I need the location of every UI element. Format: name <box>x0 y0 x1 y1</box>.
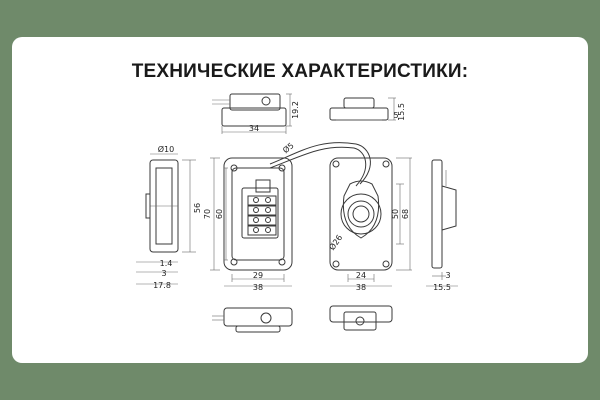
dim-right-d1: 3 <box>445 271 450 280</box>
dim-front-h2: 60 <box>215 209 224 219</box>
page-title: ТЕХНИЧЕСКИЕ ХАРАКТЕРИСТИКИ: <box>131 61 469 82</box>
bottom-view-right <box>329 305 393 331</box>
terminal-block <box>247 195 277 236</box>
dim-left-h: 56 <box>193 203 202 213</box>
drawing-card: ТЕХНИЧЕСКИЕ ХАРАКТЕРИСТИКИ: <box>12 37 588 363</box>
dim-right-top-h2: 5 <box>393 111 398 120</box>
dim-right-d2: 15.5 <box>433 283 451 292</box>
dim-right-top-h1: 15.5 <box>397 103 406 121</box>
dim-front-w2: 38 <box>253 283 263 292</box>
dim-left-d2: 3 <box>161 269 166 278</box>
dim-left-d3: 17.8 <box>153 281 171 290</box>
side-top-view <box>329 97 396 121</box>
dim-front-w1: 29 <box>253 271 263 280</box>
dim-front-h1: 70 <box>203 209 212 219</box>
dim-back-h1: 50 <box>391 209 400 219</box>
dim-top-width: 34 <box>249 124 259 133</box>
left-side-view <box>136 153 196 285</box>
dim-cable-dia: Ø5 <box>280 140 295 155</box>
dim-left-d1: 1.4 <box>160 259 173 268</box>
top-view <box>212 93 292 134</box>
dim-back-w1: 24 <box>356 271 366 280</box>
dim-back-h2: 68 <box>401 209 410 219</box>
right-side-view <box>426 159 458 287</box>
bottom-view-left <box>212 307 293 333</box>
back-view <box>329 157 412 287</box>
front-view <box>210 142 371 287</box>
dim-left-dia: Ø10 <box>158 144 174 154</box>
dim-top-height: 19.2 <box>291 101 300 119</box>
dim-back-dia: Ø26 <box>327 233 345 252</box>
dim-back-w2: 38 <box>356 283 366 292</box>
